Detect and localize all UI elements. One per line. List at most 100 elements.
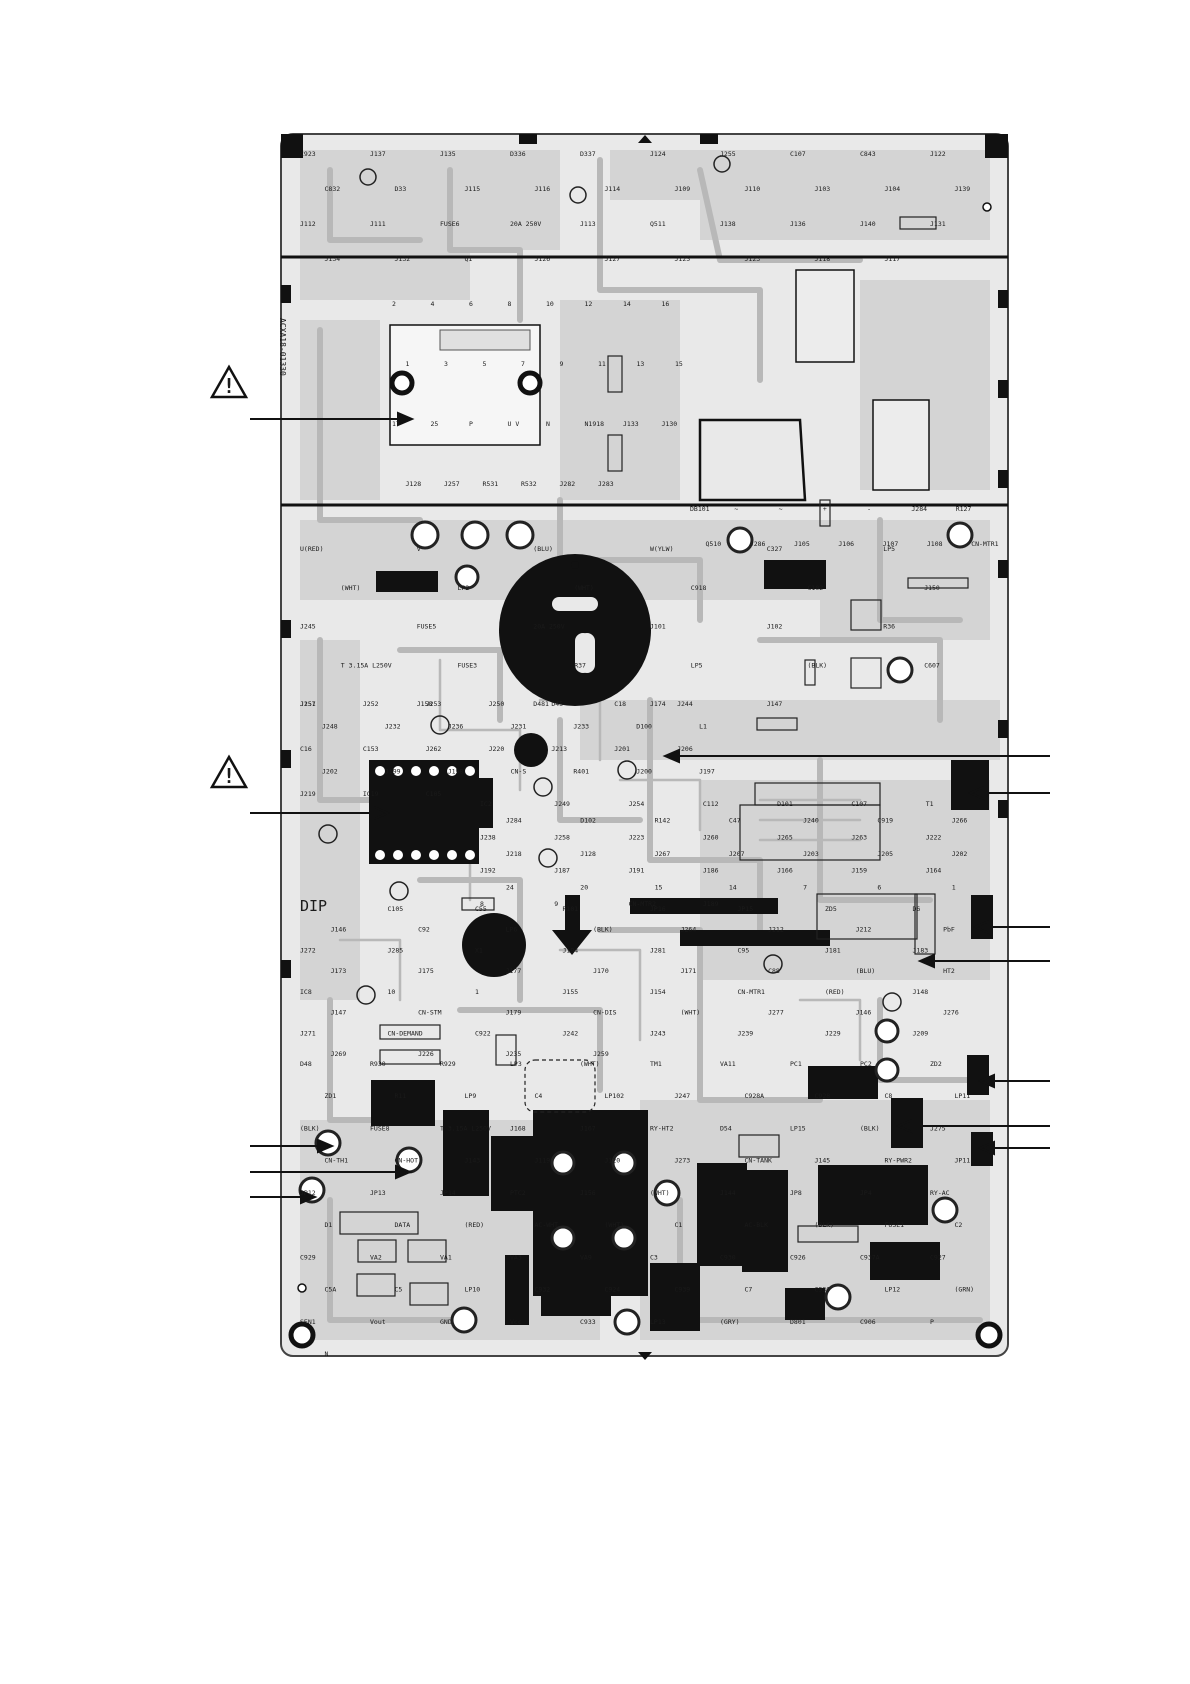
silkscreen-label: J186 [703, 867, 719, 875]
silkscreen-label: LP102 [605, 1092, 625, 1100]
silkscreen-label: J212 [856, 926, 872, 934]
silkscreen-label: FUSE6 [440, 220, 460, 228]
silkscreen-label: D481 [533, 700, 549, 708]
silkscreen-label: ZD1 [325, 1092, 337, 1100]
silkscreen-label: J164 [926, 867, 942, 875]
silkscreen-label: (BLK) [815, 1221, 835, 1229]
silkscreen-label: IC8 [300, 988, 312, 996]
silkscreen-label: J183 [913, 946, 929, 954]
silkscreen-label: J207 [729, 850, 745, 858]
silkscreen-label: J123 [745, 255, 761, 263]
silkscreen-label: N [325, 1350, 329, 1358]
silkscreen-label: C924 [605, 1286, 621, 1294]
silkscreen-label: J206 [677, 745, 693, 753]
silkscreen-label: C107 [851, 800, 867, 808]
silkscreen-label: CN-TANK [745, 1157, 772, 1165]
silkscreen-label: J238 [480, 833, 496, 841]
silkscreen-label: (RED) [825, 988, 845, 996]
silkscreen-label: J218 [506, 850, 522, 858]
silkscreen-label: J114 [605, 185, 621, 193]
silkscreen-label: J106 [838, 540, 854, 548]
silkscreen-label: DIP [300, 897, 327, 915]
silkscreen-label: J147 [767, 700, 783, 708]
silkscreen-label: J115 [465, 185, 481, 193]
silkscreen-label: J112 [300, 220, 316, 228]
silkscreen-label: J143 [465, 1157, 481, 1165]
silkscreen-label: 7 [521, 360, 525, 368]
silkscreen-label: (GRY) [720, 1318, 740, 1326]
silkscreen-label: J281 [650, 946, 666, 954]
silkscreen-label: RY-HT2 [650, 1124, 674, 1132]
silkscreen-label: J242 [563, 1029, 579, 1037]
svg-text:!: ! [223, 374, 235, 398]
silkscreen-label: 8 [508, 300, 512, 308]
silkscreen-label: JP16 [650, 905, 666, 913]
silkscreen-label: VA3 [510, 1253, 522, 1261]
silkscreen-label: J253 [426, 700, 442, 708]
silkscreen-label: J255 [720, 150, 736, 158]
silkscreen-label: LP3 [510, 1060, 522, 1068]
silkscreen-label: J249 [554, 800, 570, 808]
silkscreen-label: AC-WHT [535, 1221, 559, 1229]
silkscreen-label: J192 [480, 867, 496, 875]
silkscreen-label: J118 [815, 255, 831, 263]
silkscreen-label: C937A [860, 1253, 880, 1261]
silkscreen-label: J267 [655, 850, 671, 858]
silkscreen-label: J254 [629, 800, 645, 808]
silkscreen-label: Q511 [650, 220, 666, 228]
silkscreen-label: C47 [729, 817, 741, 825]
small-parts [339, 216, 969, 1306]
silkscreen-label: 4 [431, 300, 435, 308]
silkscreen-label: J262 [426, 745, 442, 753]
silkscreen-label: JP14 [440, 1189, 456, 1197]
silkscreen-label: J269 [331, 1050, 347, 1058]
silkscreen-label: T 3.15A L250V [341, 661, 392, 669]
silkscreen-label: J120 [605, 1157, 621, 1165]
silkscreen-label: J166 [777, 867, 793, 875]
silkscreen-label: J239 [738, 1029, 754, 1037]
silkscreen-label: J245 [300, 623, 316, 631]
warning-icon: ! [209, 364, 249, 399]
silkscreen-label: CN-MTR1 [971, 540, 998, 548]
silkscreen-label: J133 [623, 420, 639, 428]
silkscreen-label: J275 [930, 1124, 946, 1132]
silkscreen-label: J285 [388, 946, 404, 954]
silkscreen-label: D337 [580, 150, 596, 158]
silkscreen-label: VA9 [580, 1253, 592, 1261]
silkscreen-label: LP11 [955, 1092, 971, 1100]
silkscreen-label: J271 [300, 1029, 316, 1037]
silkscreen-label: 20A 250V [533, 623, 564, 631]
silkscreen-label: J223 [629, 833, 645, 841]
silkscreen-label: (WHT) [341, 584, 361, 592]
silkscreen-label: C18 [614, 700, 626, 708]
silkscreen-label: FUSE5 [417, 623, 437, 631]
silkscreen-label: J103 [815, 185, 831, 193]
silkscreen-label: C918 [691, 584, 707, 592]
silkscreen-label: LP10 [465, 1286, 481, 1294]
silkscreen-label: J138 [720, 220, 736, 228]
silkscreen-label: SEN1 [300, 1318, 316, 1326]
orientation-mark-bottom [638, 1352, 652, 1360]
silkscreen-label: D801 [790, 1318, 806, 1326]
silkscreen-label: J250 [489, 700, 505, 708]
silkscreen-label: P [469, 420, 473, 428]
silkscreen-label: C936 [815, 1286, 831, 1294]
silkscreen-label: C4 [535, 1092, 543, 1100]
silkscreen-label: J158 [417, 700, 433, 708]
silkscreen-label: J167 [580, 1124, 596, 1132]
silkscreen-label: JP4 [860, 1189, 872, 1197]
silkscreen-label: C55 [475, 905, 487, 913]
silkscreen-label: J116 [535, 185, 551, 193]
silkscreen-label: J109 [675, 185, 691, 193]
silkscreen-label: R142 [655, 817, 671, 825]
silkscreen-label: CN-DEMAND [388, 1029, 423, 1037]
silkscreen-label: C906 [860, 1318, 876, 1326]
silkscreen-label: FUSE3 [458, 661, 478, 669]
silkscreen-label: ~ [734, 505, 738, 513]
silkscreen-label: CN-MTR1 [738, 988, 765, 996]
silkscreen-label: C928 [815, 1092, 831, 1100]
silkscreen-label: N [546, 420, 550, 428]
silkscreen-label: LP15 [790, 1124, 806, 1132]
